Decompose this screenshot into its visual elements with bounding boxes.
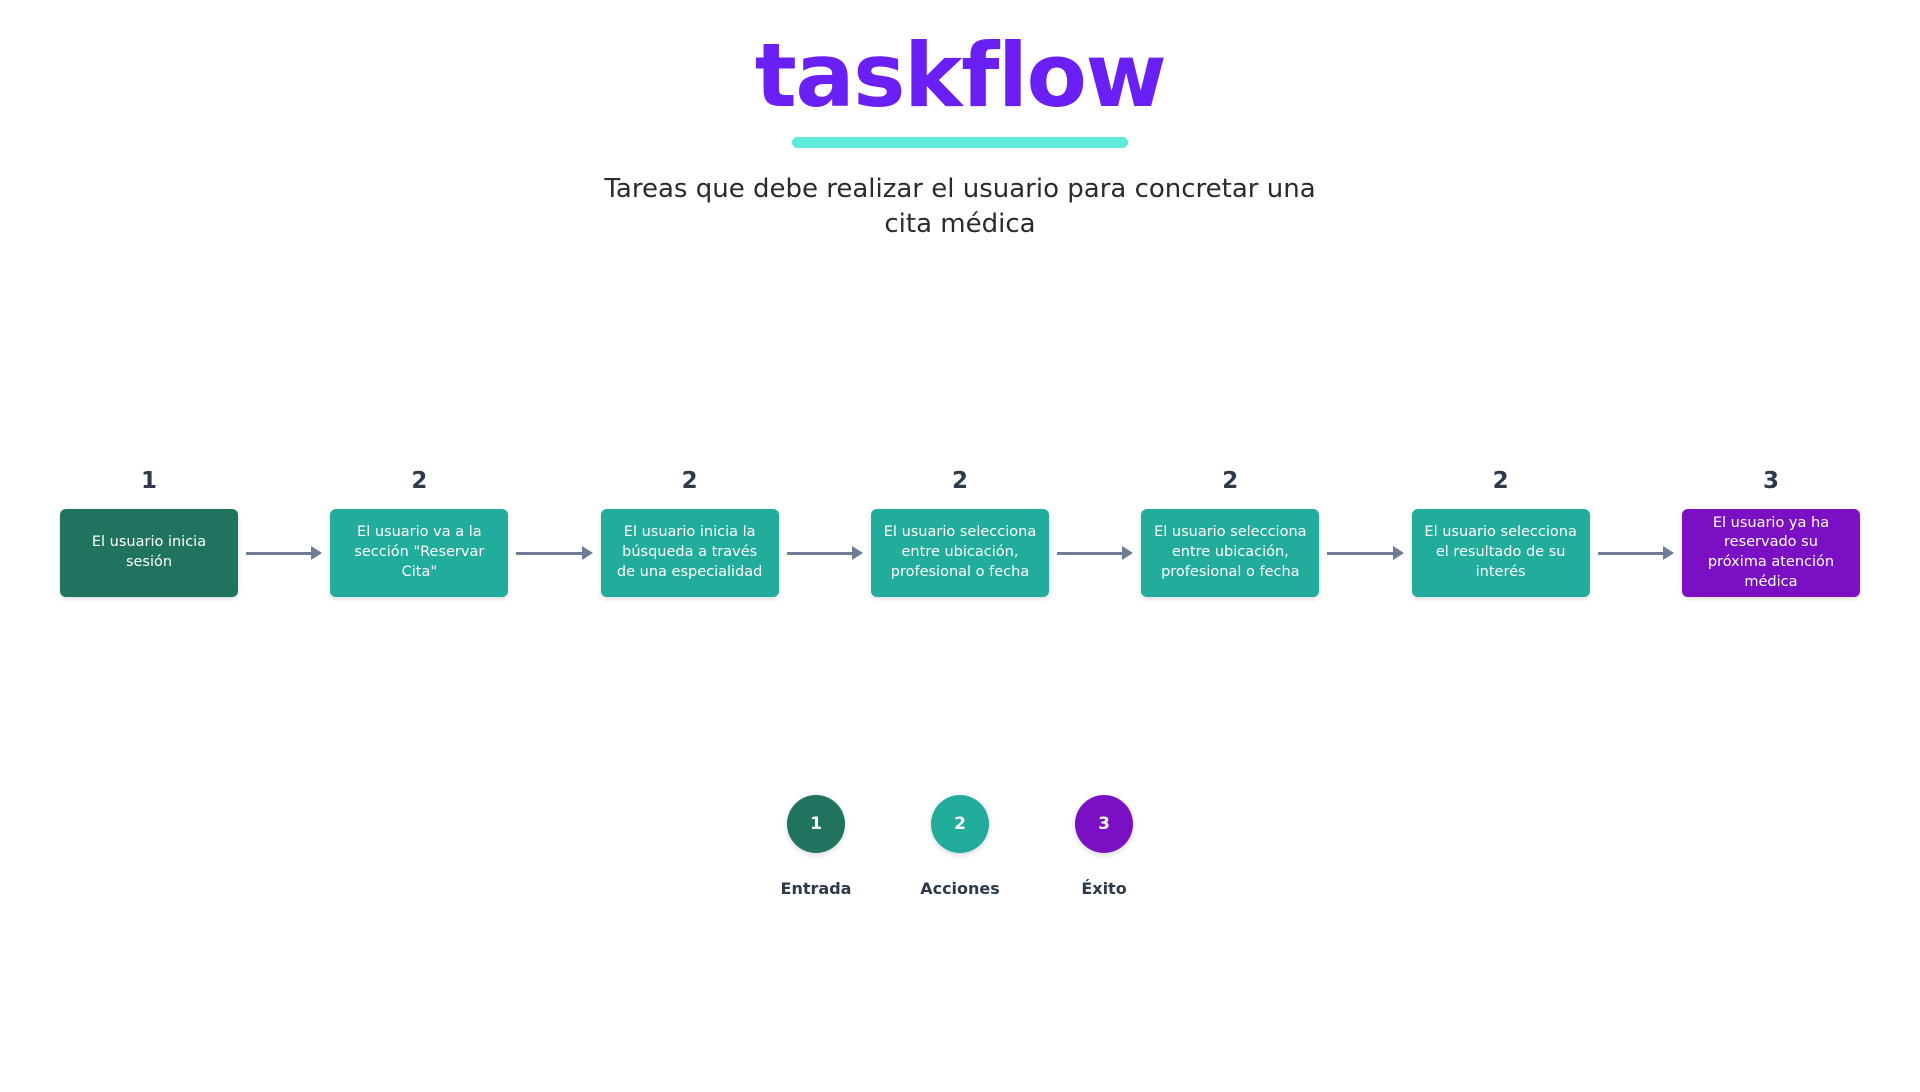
step-number: 2 bbox=[1492, 468, 1509, 494]
step-box[interactable]: El usuario selecciona el resultado de su… bbox=[1411, 509, 1590, 597]
legend-label: Éxito bbox=[1081, 879, 1127, 898]
arrow-line bbox=[246, 551, 312, 555]
step-number: 1 bbox=[140, 468, 157, 494]
arrow-right-icon bbox=[238, 546, 330, 560]
arrow-right-icon bbox=[779, 546, 871, 560]
arrow-head bbox=[1122, 546, 1134, 560]
flow-connector bbox=[508, 509, 600, 597]
flow-step[interactable]: 1 El usuario inicia sesión bbox=[60, 470, 238, 597]
flow-step[interactable]: 2 El usuario selecciona entre ubicación, … bbox=[1141, 468, 1320, 597]
step-box[interactable]: El usuario inicia la búsqueda a través d… bbox=[600, 509, 779, 597]
arrow-line bbox=[786, 551, 852, 555]
flow-step[interactable]: 2 El usuario selecciona el resultado de s… bbox=[1411, 468, 1590, 597]
flow-step[interactable]: 3 El usuario ya ha reservado su próxima a… bbox=[1681, 468, 1860, 597]
step-number: 2 bbox=[681, 468, 698, 494]
legend-label: Entrada bbox=[780, 879, 852, 898]
flow-connector bbox=[1049, 509, 1141, 597]
flow-step[interactable]: 2 El usuario va a la sección "Reservar Ci… bbox=[330, 468, 509, 597]
flow-row: 1 El usuario inicia sesión 2 El usuario va … bbox=[60, 470, 1860, 597]
arrow-head bbox=[1662, 546, 1674, 560]
arrow-right-icon bbox=[508, 546, 600, 560]
arrow-right-icon bbox=[1319, 546, 1411, 560]
step-number: 3 bbox=[1762, 468, 1779, 494]
subtitle: Tareas que debe realizar el usuario para… bbox=[604, 174, 1316, 239]
brand-title: taskflow bbox=[754, 24, 1167, 127]
arrow-right-icon bbox=[1049, 546, 1141, 560]
legend-circle: 2 bbox=[931, 795, 989, 853]
legend-label: Acciones bbox=[920, 879, 1000, 898]
arrow-head bbox=[581, 546, 593, 560]
flow-connector bbox=[238, 509, 330, 597]
step-box[interactable]: El usuario selecciona entre ubicación, p… bbox=[1141, 509, 1320, 597]
arrow-line bbox=[1327, 551, 1393, 555]
flow-connector bbox=[1590, 509, 1682, 597]
arrow-right-icon bbox=[1590, 546, 1682, 560]
flow-step[interactable]: 2 El usuario inicia la búsqueda a través … bbox=[600, 468, 779, 597]
arrow-line bbox=[516, 551, 582, 555]
arrow-line bbox=[1597, 551, 1663, 555]
flow-connector bbox=[1319, 509, 1411, 597]
step-number: 2 bbox=[411, 468, 428, 494]
header: taskflow Tareas que debe realizar el usu… bbox=[0, 0, 1920, 242]
step-box[interactable]: El usuario inicia sesión bbox=[60, 509, 238, 597]
step-box[interactable]: El usuario ya ha reservado su próxima at… bbox=[1681, 509, 1860, 597]
step-number: 2 bbox=[1222, 468, 1239, 494]
step-box[interactable]: El usuario selecciona entre ubicación, p… bbox=[870, 509, 1049, 597]
arrow-head bbox=[851, 546, 863, 560]
legend-circle: 1 bbox=[787, 795, 845, 853]
flow-step[interactable]: 2 El usuario selecciona entre ubicación, … bbox=[870, 468, 1049, 597]
accent-bar bbox=[792, 137, 1128, 149]
arrow-head bbox=[311, 546, 323, 560]
arrow-head bbox=[1392, 546, 1404, 560]
arrow-line bbox=[1056, 551, 1123, 555]
legend-circle: 3 bbox=[1075, 795, 1133, 853]
flow-connector bbox=[779, 509, 871, 597]
step-box[interactable]: El usuario va a la sección "Reservar Cit… bbox=[330, 509, 509, 597]
accent-bar-container bbox=[0, 137, 1920, 149]
step-number: 2 bbox=[951, 468, 968, 494]
